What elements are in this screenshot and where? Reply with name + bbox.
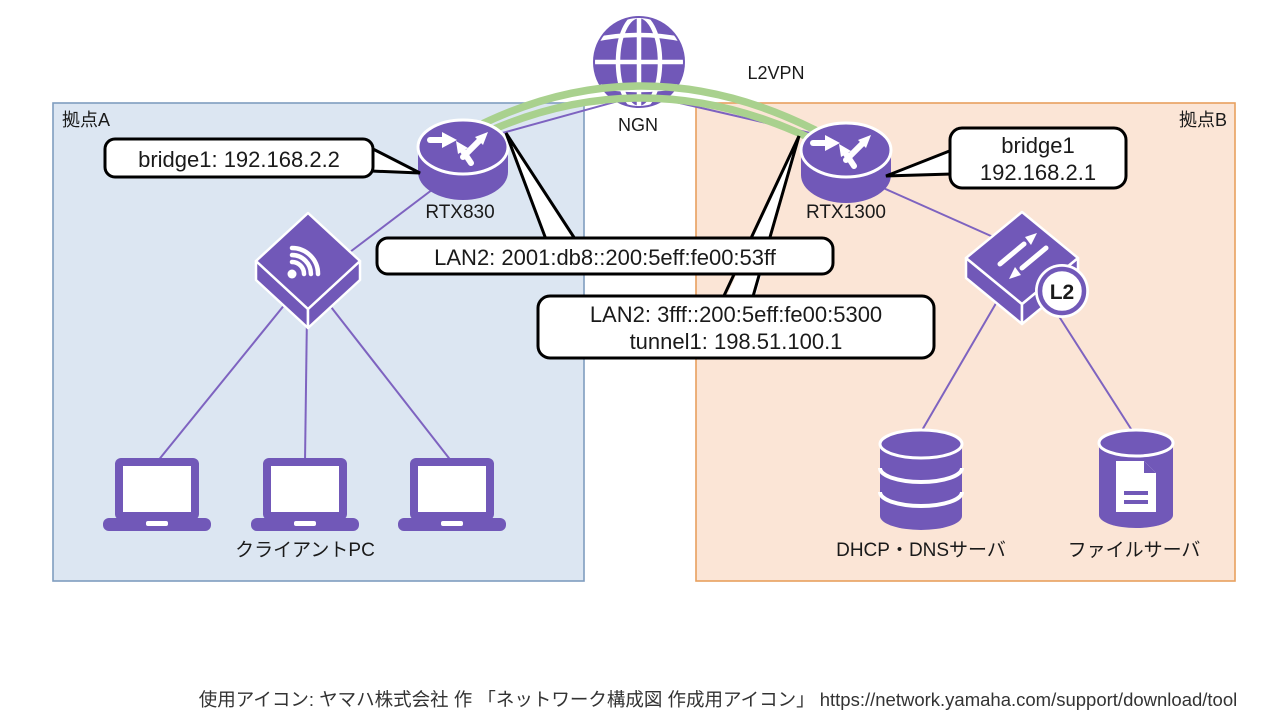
site-b-label: 拠点B <box>1179 110 1227 130</box>
l2vpn-arc-lower <box>462 94 822 146</box>
site-a-label: 拠点A <box>62 110 110 130</box>
callout-b-bridge: bridge1 192.168.2.1 <box>885 126 1128 190</box>
callout-b-lan2: LAN2: 3fff::200:5eff:fe00:5300 tunnel1: … <box>536 294 936 360</box>
laptop-icon-3 <box>398 458 506 531</box>
icon-credit-text: 使用アイコン: ヤマハ株式会社 作 「ネットワーク構成図 作成用アイコン」 ht… <box>199 689 1238 710</box>
link-rtx1300-switch <box>871 182 1001 241</box>
l2-badge-label: L2 <box>1050 281 1075 304</box>
callout-a-lan2: LAN2: 2001:db8::200:5eff:fe00:53ff <box>375 236 835 276</box>
wireless-ap-icon <box>254 211 362 330</box>
callout-b-bridge-text-1: bridge1 <box>1001 133 1074 158</box>
callout-b-lan2-text-2: tunnel1: 198.51.100.1 <box>630 329 843 354</box>
link-rtx830-ap <box>349 179 446 253</box>
callout-b-lan2-text-1: LAN2: 3fff::200:5eff:fe00:5300 <box>590 302 882 327</box>
router-rtx830-label: RTX830 <box>425 202 494 223</box>
document-icon <box>1116 461 1156 512</box>
router-rtx830-icon <box>418 120 508 200</box>
laptop-icon-1 <box>103 458 211 531</box>
callout-b-bridge-text-2: 192.168.2.1 <box>980 160 1096 185</box>
callout-a-bridge-text: bridge1: 192.168.2.2 <box>138 147 340 172</box>
l2vpn-tunnel-arcs <box>462 82 822 146</box>
link-ap-laptop-1 <box>156 297 291 463</box>
callout-a-lan2-text: LAN2: 2001:db8::200:5eff:fe00:53ff <box>434 245 777 270</box>
l2-switch-icon: L2 <box>964 210 1089 326</box>
client-pc-label: クライアントPC <box>235 539 375 561</box>
file-server-icon <box>1097 428 1175 528</box>
dhcp-dns-server-icon <box>878 428 964 530</box>
l2-badge <box>1037 266 1087 316</box>
dhcp-dns-server-label: DHCP・DNSサーバ <box>836 540 1006 561</box>
callout-a-bridge: bridge1: 192.168.2.2 <box>103 137 421 179</box>
router-rtx1300-icon <box>801 123 891 203</box>
file-server-label: ファイルサーバ <box>1068 540 1201 561</box>
ngn-label: NGN <box>618 115 658 135</box>
router-rtx1300-label: RTX1300 <box>806 202 886 223</box>
l2vpn-arc-upper <box>466 82 819 134</box>
link-switch-dhcp-server <box>920 292 1003 433</box>
link-ap-laptop-3 <box>323 297 453 463</box>
link-ap-laptop-2 <box>304 311 308 463</box>
laptop-icon-2 <box>251 458 359 531</box>
switch-arrows-icon <box>997 233 1049 279</box>
l2vpn-label: L2VPN <box>747 63 804 83</box>
wifi-icon <box>287 245 321 279</box>
